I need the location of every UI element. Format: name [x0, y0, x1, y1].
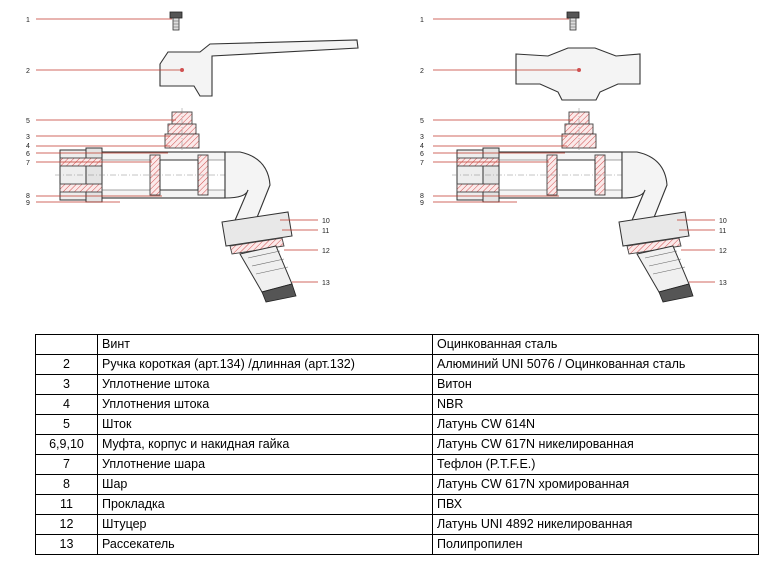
part-number: 2	[35, 354, 98, 375]
part-number: 13	[35, 534, 98, 555]
label-12: 12	[322, 248, 330, 255]
part-number: 3	[35, 374, 98, 395]
part-name: Прокладка	[97, 494, 433, 515]
label-1: 1	[420, 17, 424, 24]
label-2: 2	[420, 68, 424, 75]
part-material: Полипропилен	[432, 534, 759, 555]
table-row: 13 Рассекатель Полипропилен	[35, 534, 759, 555]
label-13: 13	[322, 280, 330, 287]
part-material: Латунь UNI 4892 никелированная	[432, 514, 759, 535]
part-number: 4	[35, 394, 98, 415]
label-2: 2	[26, 68, 30, 75]
part-name: Ручка короткая (арт.134) /длинная (арт.1…	[97, 354, 433, 375]
part-material: Алюминий UNI 5076 / Оцинкованная сталь	[432, 354, 759, 375]
table-row: Винт Оцинкованная сталь	[35, 334, 759, 355]
part-name: Уплотнения штока	[97, 394, 433, 415]
label-12: 12	[719, 248, 727, 255]
table-row: 4 Уплотнения штока NBR	[35, 394, 759, 415]
part-number: 6,9,10	[35, 434, 98, 455]
label-4: 4	[26, 143, 30, 150]
table-row: 5 Шток Латунь CW 614N	[35, 414, 759, 435]
part-name: Уплотнение шара	[97, 454, 433, 475]
table-row: 7 Уплотнение шара Тефлон (P.T.F.E.)	[35, 454, 759, 475]
part-material: Оцинкованная сталь	[432, 334, 759, 355]
label-9: 9	[420, 200, 424, 207]
table-row: 12 Штуцер Латунь UNI 4892 никелированная	[35, 514, 759, 535]
table-row: 3 Уплотнение штока Витон	[35, 374, 759, 395]
right-valve-drawing: 1 2 5 3 4 6 7 8 9 10 11 12 13	[420, 11, 727, 303]
part-name: Муфта, корпус и накидная гайка	[97, 434, 433, 455]
parts-materials-table: Винт Оцинкованная сталь 2 Ручка короткая…	[35, 334, 759, 555]
part-name: Рассекатель	[97, 534, 433, 555]
label-10: 10	[719, 218, 727, 225]
part-name: Шар	[97, 474, 433, 495]
label-8: 8	[420, 193, 424, 200]
label-10: 10	[322, 218, 330, 225]
left-valve-drawing: 1 2 5 3 4 6 7 8 9 10 11 12 13	[26, 11, 359, 303]
label-5: 5	[420, 118, 424, 125]
part-name: Шток	[97, 414, 433, 435]
part-material: Латунь CW 617N никелированная	[432, 434, 759, 455]
label-7: 7	[26, 160, 30, 167]
part-material: Латунь CW 617N хромированная	[432, 474, 759, 495]
part-material: NBR	[432, 394, 759, 415]
label-13: 13	[719, 280, 727, 287]
label-6: 6	[420, 151, 424, 158]
part-number: 5	[35, 414, 98, 435]
part-number: 8	[35, 474, 98, 495]
valve-drawings: 1 2 5 3 4 6 7 8 9 10 11 12 13	[26, 11, 727, 303]
table-row: 2 Ручка короткая (арт.134) /длинная (арт…	[35, 354, 759, 375]
part-material: Витон	[432, 374, 759, 395]
part-material: Тефлон (P.T.F.E.)	[432, 454, 759, 475]
label-11: 11	[322, 228, 329, 235]
table-row: 6,9,10 Муфта, корпус и накидная гайка Ла…	[35, 434, 759, 455]
table-row: 11 Прокладка ПВХ	[35, 494, 759, 515]
part-name: Винт	[97, 334, 433, 355]
part-material: ПВХ	[432, 494, 759, 515]
label-7: 7	[420, 160, 424, 167]
label-1: 1	[26, 17, 30, 24]
label-6: 6	[26, 151, 30, 158]
label-3: 3	[420, 134, 424, 141]
part-number: 7	[35, 454, 98, 475]
part-name: Уплотнение штока	[97, 374, 433, 395]
label-11: 11	[719, 228, 726, 235]
label-4: 4	[420, 143, 424, 150]
label-3: 3	[26, 134, 30, 141]
label-9: 9	[26, 200, 30, 207]
part-name: Штуцер	[97, 514, 433, 535]
part-number: 11	[35, 494, 98, 515]
part-material: Латунь CW 614N	[432, 414, 759, 435]
part-number: 12	[35, 514, 98, 535]
part-number	[35, 334, 98, 355]
table-row: 8 Шар Латунь CW 617N хромированная	[35, 474, 759, 495]
label-5: 5	[26, 118, 30, 125]
label-8: 8	[26, 193, 30, 200]
